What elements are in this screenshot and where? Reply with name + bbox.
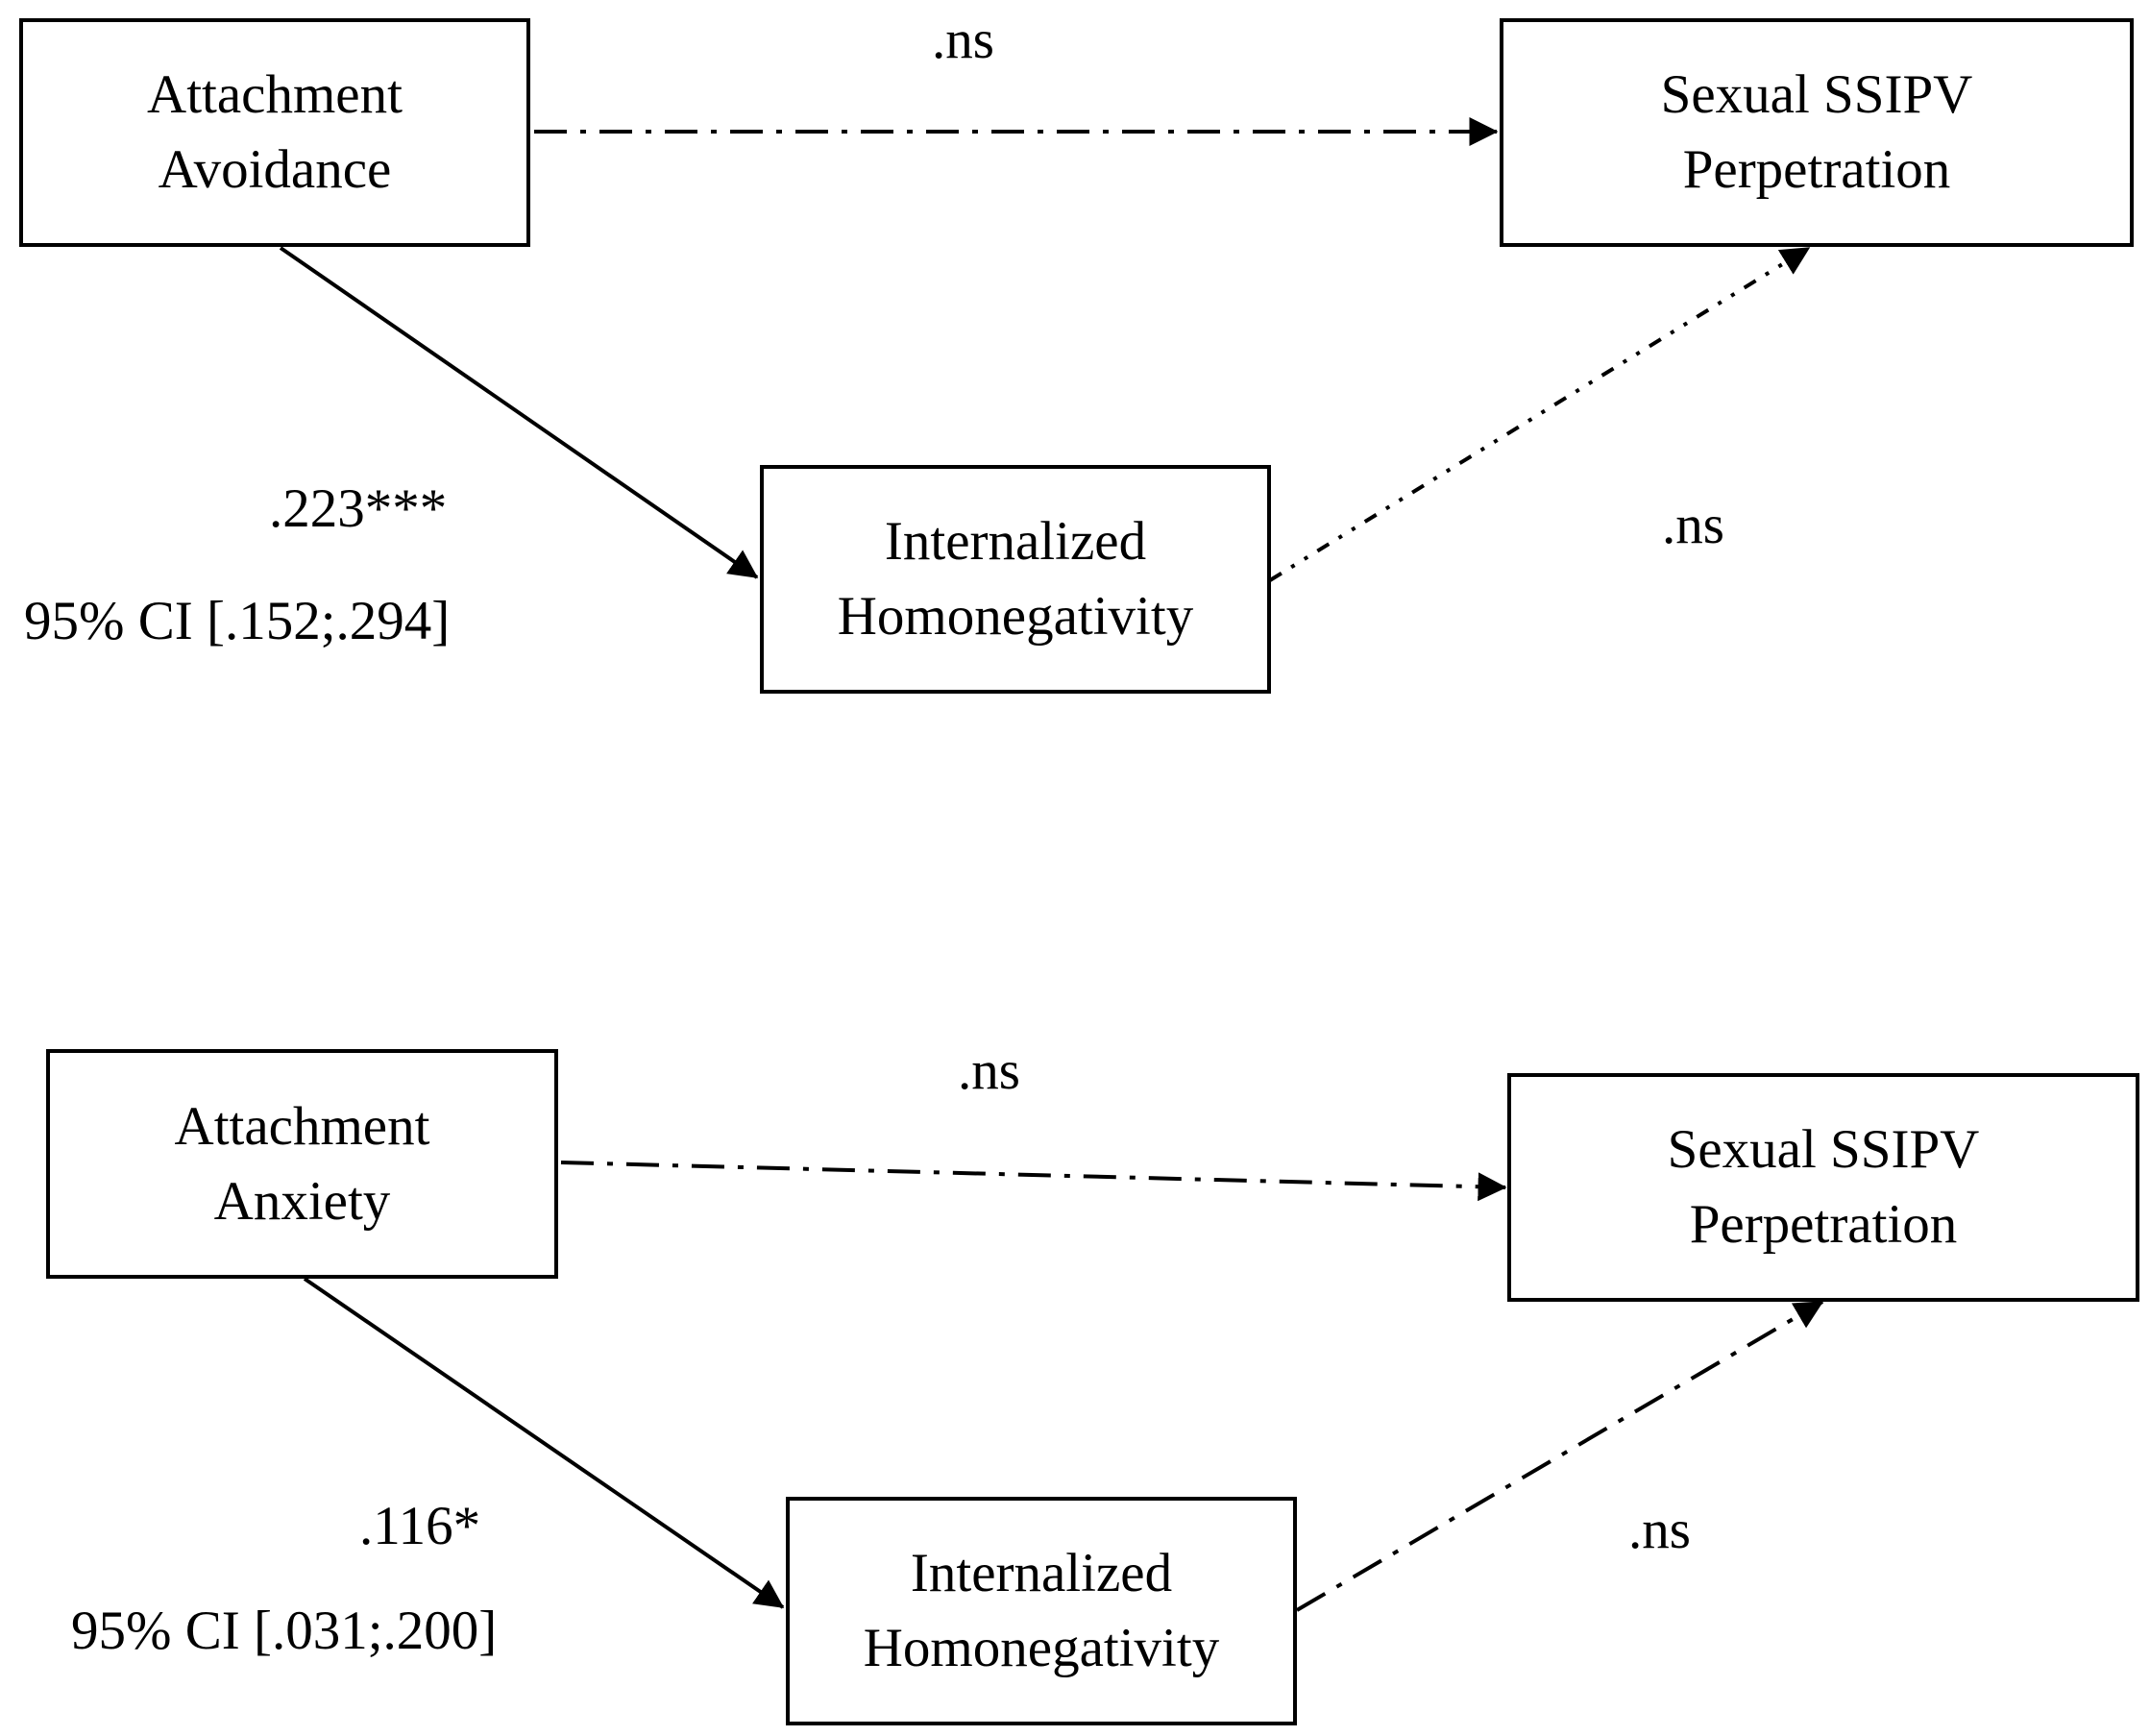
panel1-mediator-line1: Internalized [884,511,1147,572]
panel2-predictor-line1: Attachment [174,1095,430,1157]
panel1-predictor-line1: Attachment [147,64,403,125]
panel2-mediator-line1: Internalized [910,1543,1173,1603]
panel1-outcome-line1: Sexual SSIPV [1660,64,1973,125]
panel1-outcome-line2: Perpetration [1682,139,1951,200]
panel1-b-path-arrow [1268,246,1811,582]
panel2-a-path-coefficient: .116* [359,1496,481,1556]
panel2-mediator-box: Internalized Homonegativity [786,1497,1297,1725]
panel2-direct-path-arrow [560,1161,1507,1202]
panel2-predictor-box: Attachment Anxiety [46,1049,558,1279]
panel1-predictor-line2: Avoidance [158,139,392,200]
panel1-b-path-label: .ns [1662,495,1724,555]
panel1-a-path-ci: 95% CI [.152;.294] [24,591,451,651]
panel1-direct-path-label: .ns [932,10,994,70]
panel2-b-path-arrow [1295,1300,1824,1612]
panel2-outcome-line2: Perpetration [1689,1194,1958,1255]
panel2-outcome-line1: Sexual SSIPV [1667,1119,1980,1180]
panel1-predictor-box: Attachment Avoidance [19,18,530,247]
panel2-b-path-label: .ns [1628,1500,1691,1560]
panel2-predictor-line2: Anxiety [213,1170,391,1232]
panel2-direct-path-label: .ns [958,1040,1020,1101]
panel1-mediator-box: Internalized Homonegativity [760,465,1271,694]
panel2-mediator-line2: Homonegativity [863,1618,1220,1678]
panel1-a-path-coefficient: .223*** [269,478,448,539]
panel2-a-path-arrow [303,1277,785,1609]
panel2-outcome-box: Sexual SSIPV Perpetration [1507,1073,2139,1302]
panel2-a-path-ci: 95% CI [.031;.200] [71,1601,498,1661]
panel1-a-path-arrow [279,246,759,579]
panel1-outcome-box: Sexual SSIPV Perpetration [1500,18,2134,247]
panel1-mediator-line2: Homonegativity [837,586,1194,647]
